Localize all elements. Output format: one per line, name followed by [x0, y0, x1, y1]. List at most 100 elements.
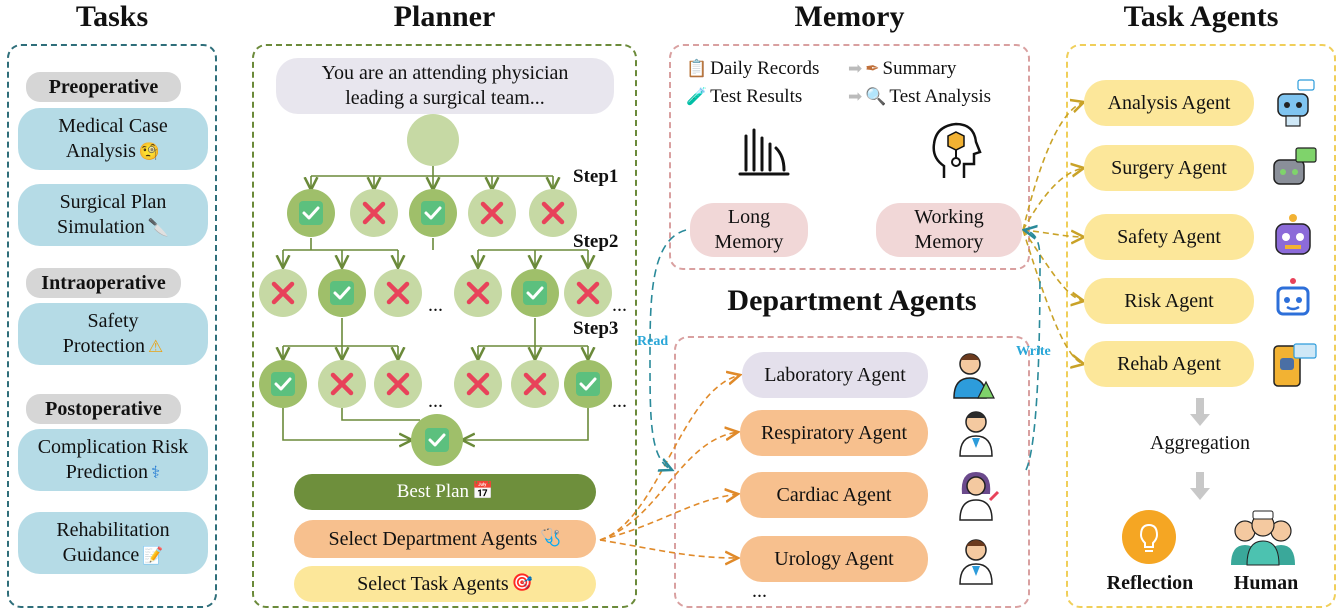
risk-agent: Risk Agent: [1084, 278, 1254, 324]
select-department-label: Select Department Agents: [328, 527, 538, 550]
cardiac-doctor-icon: [948, 466, 1004, 524]
warning-icon: ⚠: [147, 337, 164, 357]
final-plan-node: [411, 414, 463, 466]
select-task-agents: Select Task Agents🎯: [294, 566, 596, 602]
task-line: Safety: [87, 310, 139, 332]
cross-icon: [576, 281, 600, 305]
caduceus-icon: ⚕: [151, 463, 161, 483]
robot-purple-icon: [1266, 210, 1320, 264]
human-team-icon: [1226, 506, 1300, 568]
department-agents-title: Department Agents: [727, 284, 977, 317]
task-line: Analysis: [65, 140, 136, 162]
task-agents-title: Task Agents: [1123, 0, 1279, 33]
task-surgical-plan-simulation: Surgical Plan Simulation🔪: [18, 184, 208, 246]
working-memory: Working Memory: [876, 203, 1022, 257]
step2-node-6: [564, 269, 612, 317]
human-label: Human: [1233, 572, 1299, 594]
aggregation-label: Aggregation: [1150, 432, 1250, 454]
step3-node-5: [511, 360, 559, 408]
step2-node-5: [511, 269, 559, 317]
face-icon: 🧐: [138, 142, 161, 162]
check-icon: [576, 372, 600, 396]
target-icon: 🎯: [511, 573, 533, 594]
check-icon: [523, 281, 547, 305]
daily-records-label: Daily Records: [710, 58, 820, 79]
robot-chat-icon: [1266, 142, 1320, 196]
quill-icon: ✒: [865, 59, 880, 79]
cross-icon: [480, 201, 504, 225]
task-line: Guidance: [62, 544, 140, 566]
summary: ➡✒Summary: [848, 58, 956, 80]
arrow-right-icon: ➡: [848, 59, 863, 79]
select-task-label: Select Task Agents: [357, 572, 509, 595]
ellipsis: ...: [428, 294, 443, 316]
step3-node-3: [374, 360, 422, 408]
surgery-agent: Surgery Agent: [1084, 145, 1254, 191]
urology-agent: Urology Agent: [740, 536, 928, 582]
preoperative-label: Preoperative: [26, 72, 181, 102]
cross-icon: [386, 372, 410, 396]
test-tube-icon: 🧪: [686, 87, 708, 107]
tasks-title: Tasks: [75, 0, 149, 33]
step2-node-1: [259, 269, 307, 317]
ellipsis: ...: [752, 580, 767, 602]
robot-outline-icon: [1266, 274, 1320, 328]
prompt-line: You are an attending physician: [321, 62, 569, 84]
task-line: Surgical Plan: [59, 191, 167, 213]
best-plan-button: Best Plan📅: [294, 474, 596, 510]
step3-node-2: [318, 360, 366, 408]
step3-node-6: [564, 360, 612, 408]
task-complication-risk-prediction: Complication Risk Prediction⚕: [18, 429, 208, 491]
cross-icon: [523, 372, 547, 396]
step3-label: Step3: [573, 318, 619, 339]
tasks-panel: [7, 44, 217, 608]
long-memory-icon: [734, 124, 794, 180]
write-label: Write: [1016, 344, 1051, 359]
laboratory-agent: Laboratory Agent: [742, 352, 928, 398]
summary-label: Summary: [882, 58, 957, 79]
step1-node-5: [529, 189, 577, 237]
cross-icon: [330, 372, 354, 396]
magnifier-icon: 🔍: [865, 87, 887, 107]
working-memory-line: Memory: [914, 231, 984, 253]
clipboard-icon: 📋: [686, 59, 708, 79]
cross-icon: [466, 372, 490, 396]
task-line: Medical Case: [58, 115, 168, 137]
head-gear-icon: [932, 122, 982, 178]
daily-records: 📋Daily Records: [686, 58, 819, 80]
step1-node-2: [350, 189, 398, 237]
planner-prompt: You are an attending physician leading a…: [276, 58, 614, 114]
prompt-line: leading a surgical team...: [345, 87, 545, 109]
respiratory-doctor-icon: [948, 404, 1004, 460]
memory-title: Memory: [794, 0, 905, 33]
working-memory-line: Working: [914, 206, 984, 228]
read-label: Read: [637, 334, 669, 349]
ellipsis: ...: [612, 390, 627, 412]
long-memory-line: Long: [727, 206, 771, 228]
check-icon: [421, 201, 445, 225]
select-department-agents: Select Department Agents🩺: [294, 520, 596, 558]
test-analysis: ➡🔍Test Analysis: [848, 86, 991, 108]
reflection-label: Reflection: [1106, 572, 1194, 594]
calendar-icon: 📅: [472, 481, 494, 502]
cross-icon: [466, 281, 490, 305]
step2-node-2: [318, 269, 366, 317]
planner-panel: [252, 44, 637, 608]
lightbulb-icon: [1120, 508, 1178, 566]
task-line: Prediction: [65, 461, 148, 483]
arrow-right-icon: ➡: [848, 87, 863, 107]
safety-agent: Safety Agent: [1084, 214, 1254, 260]
test-results-label: Test Results: [710, 86, 803, 107]
step2-node-3: [374, 269, 422, 317]
cross-icon: [362, 201, 386, 225]
intraoperative-label: Intraoperative: [26, 268, 181, 298]
step3-node-1: [259, 360, 307, 408]
task-line: Protection: [62, 335, 145, 357]
root-icon: [420, 127, 446, 153]
note-icon: 📝: [142, 546, 164, 566]
long-memory-line: Memory: [714, 231, 784, 253]
cross-icon: [386, 281, 410, 305]
phone-robot-icon: [1266, 338, 1320, 392]
robot-icon: [1266, 76, 1320, 130]
long-memory: Long Memory: [690, 203, 808, 257]
